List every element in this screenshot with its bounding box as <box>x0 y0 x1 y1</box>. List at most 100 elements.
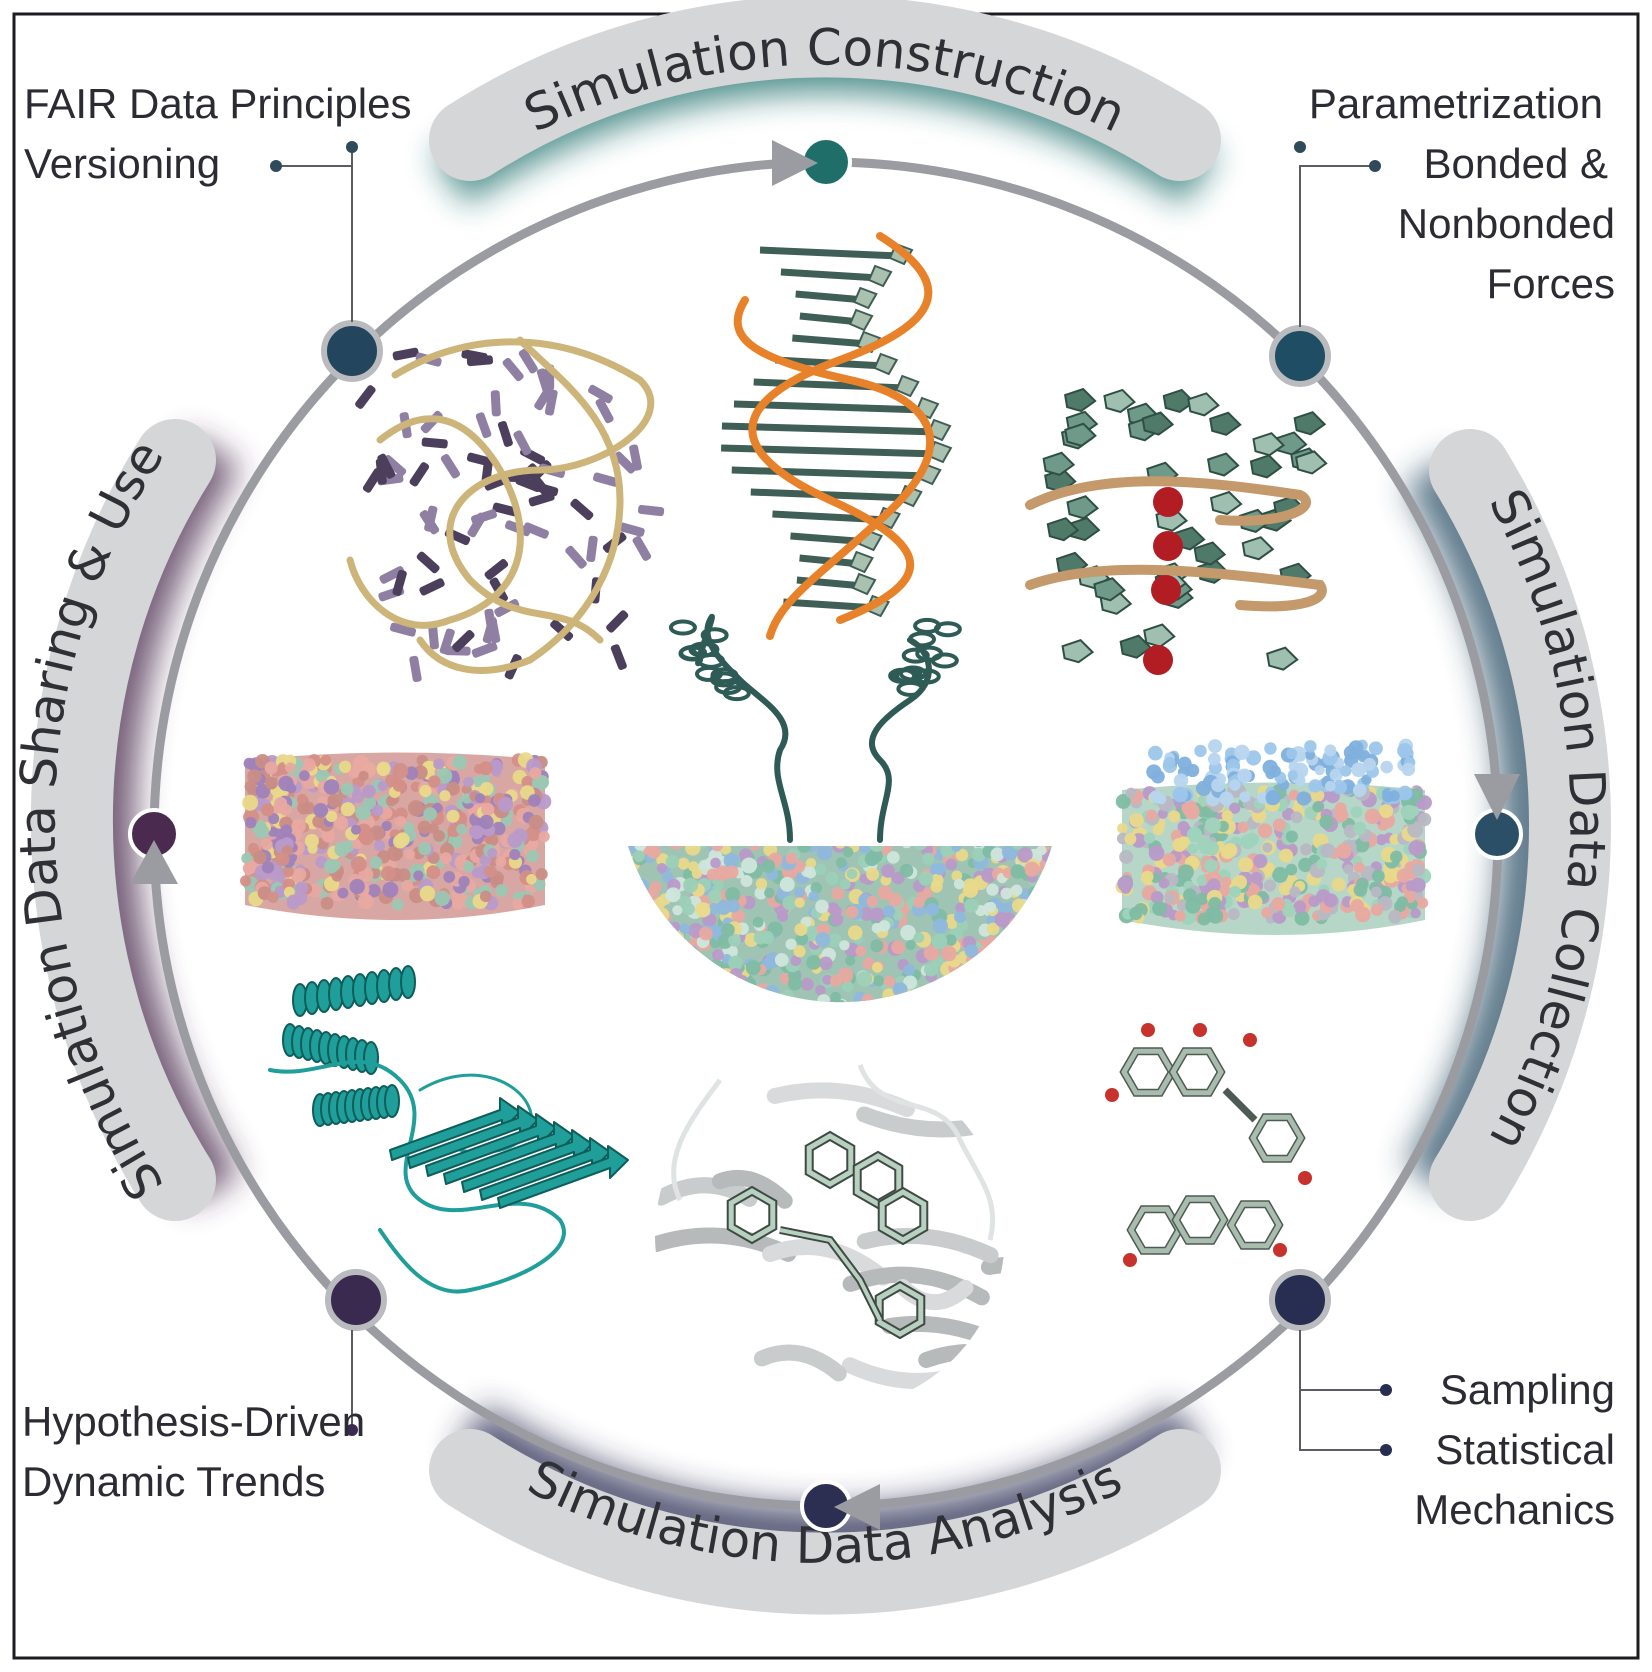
lipid-bead <box>1030 915 1044 929</box>
lipid-bead <box>725 865 739 879</box>
lipid-bead <box>953 878 965 890</box>
lipid-bead <box>839 878 851 890</box>
g-quartet-plates <box>1042 387 1328 671</box>
beta-ribbon <box>856 1106 1005 1138</box>
lipid-bead <box>833 1025 844 1036</box>
rna-base <box>428 623 439 650</box>
rna-base <box>377 453 396 479</box>
lipid-bead <box>533 878 546 891</box>
glycan-bead <box>1324 780 1336 792</box>
glycan-bead <box>1151 769 1165 784</box>
lipid-bead <box>711 1029 726 1044</box>
lipid-bead <box>772 830 783 841</box>
lipid-bead <box>941 846 955 848</box>
lipid-bead <box>985 901 997 913</box>
lipid-bead <box>787 976 803 991</box>
g-quartet-base <box>1119 634 1153 659</box>
lipid-bead <box>1042 950 1052 964</box>
lipid-bead <box>974 1061 988 1075</box>
ion-sphere <box>1153 487 1183 517</box>
lipid-bead <box>382 881 399 898</box>
lipid-bead <box>712 949 724 961</box>
lipid-bead <box>685 846 701 856</box>
lipid-bead <box>1352 821 1367 835</box>
glycan-bead <box>1234 744 1250 760</box>
lipid-bead <box>683 970 697 984</box>
lipid-bead <box>1264 862 1275 874</box>
lipid-bead <box>628 910 637 925</box>
lipid-bead <box>984 1058 998 1072</box>
lipid-bead <box>972 1019 982 1029</box>
lipid-bead <box>1002 978 1013 989</box>
lipid-bead <box>631 1025 644 1038</box>
lipid-bead <box>1033 1021 1045 1033</box>
bullet-dot <box>1294 141 1306 153</box>
lipid-bead <box>392 778 406 792</box>
lipid-bead <box>1002 964 1015 978</box>
lipid-bead <box>899 863 914 878</box>
lipid-bead <box>990 846 1004 847</box>
glycan-bead <box>1368 741 1383 756</box>
g-quartet-base <box>1064 387 1097 413</box>
bullet-dot <box>1380 1384 1392 1396</box>
lipid-bead <box>1150 890 1164 904</box>
lipid-bead <box>976 946 989 960</box>
protein-coil <box>888 667 917 684</box>
g-quartet-base <box>1103 388 1136 414</box>
lipid-bead <box>1319 815 1334 829</box>
lipid-bead <box>693 968 709 984</box>
lipid-bead <box>672 984 687 998</box>
lipid-bead <box>526 849 539 863</box>
note-fair-principles: FAIR Data Principles <box>24 80 411 127</box>
glycan-bead <box>1237 768 1252 783</box>
lipid-bead <box>1162 852 1176 867</box>
molecule-ring-highlight <box>1173 1196 1227 1244</box>
lipid-bead <box>672 905 683 916</box>
glycan-bead <box>1308 779 1322 793</box>
lipid-bead <box>385 795 397 807</box>
lipid-bead <box>853 827 867 841</box>
lipid-bead <box>1152 823 1165 836</box>
lipid-bead <box>836 857 847 868</box>
lipid-bead <box>983 1044 996 1057</box>
lipid-bead <box>974 960 989 975</box>
lipid-bead <box>338 760 352 773</box>
lipid-bead <box>1227 908 1240 921</box>
lipid-bead <box>387 845 403 862</box>
protein-tails <box>694 613 932 843</box>
lipid-bead <box>894 1041 909 1056</box>
lipid-bead <box>990 847 1005 862</box>
lipid-bead <box>630 1016 646 1032</box>
lipid-bead <box>1229 885 1241 898</box>
lipid-bead <box>770 1029 783 1042</box>
lipid-bead <box>966 1004 977 1015</box>
lipid-bead <box>903 964 916 976</box>
lipid-bead <box>696 825 706 835</box>
lipid-bead <box>797 1054 811 1068</box>
lipid-bead <box>994 1005 1005 1016</box>
lipid-bead <box>698 926 713 941</box>
lipid-bead <box>665 827 680 842</box>
lipid-bead <box>426 865 441 880</box>
lipid-bead <box>779 876 795 892</box>
lipid-bead <box>484 865 497 878</box>
lipid-bead <box>674 1015 686 1027</box>
lipid-bead <box>439 790 451 802</box>
lipid-bead <box>981 1021 997 1037</box>
lipid-bead <box>439 852 452 865</box>
lipid-bead <box>730 1032 743 1045</box>
lipid-bead <box>261 861 275 874</box>
lipid-bead <box>1271 897 1286 911</box>
glycan-bead <box>1194 744 1207 758</box>
lipid-bead <box>681 1058 691 1068</box>
protein-coil <box>901 647 930 664</box>
lipid-bead <box>963 995 975 1003</box>
lipid-bead <box>729 1037 742 1050</box>
lipid-bead <box>711 971 723 983</box>
lipid-bead <box>841 980 854 993</box>
lipid-bead <box>733 978 745 989</box>
g-quartet-base <box>1193 541 1227 566</box>
lipid-bead <box>996 974 1010 987</box>
rna-base <box>416 551 440 574</box>
lipid-bead <box>970 1042 982 1054</box>
